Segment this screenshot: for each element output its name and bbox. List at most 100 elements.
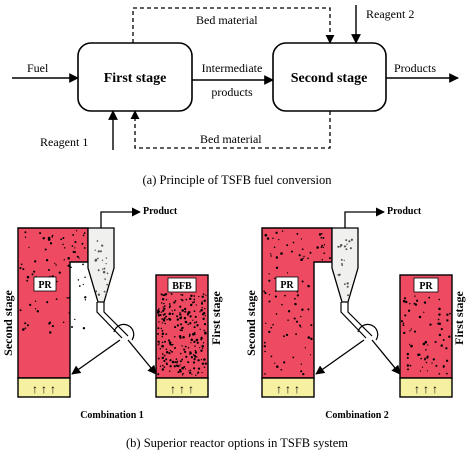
particle-dot xyxy=(161,298,165,301)
particle-dot xyxy=(204,315,206,317)
particle-dot xyxy=(176,324,180,327)
particle-dot xyxy=(423,311,425,313)
particle-dot xyxy=(75,230,78,232)
intermediate-label-2: products xyxy=(211,85,253,99)
particle-dot xyxy=(192,361,196,364)
particle-dot xyxy=(431,362,433,364)
particle-dot xyxy=(45,259,49,262)
particle-dot xyxy=(427,344,429,346)
particle-dot xyxy=(169,359,172,362)
particle-dot xyxy=(203,358,206,361)
particle-dot xyxy=(300,315,302,318)
particle-dot xyxy=(200,302,204,305)
particle-dot xyxy=(425,361,428,364)
particle-dot xyxy=(182,336,185,339)
cyclone-1 xyxy=(87,227,115,303)
bed-2-gas-zone xyxy=(399,377,453,398)
particle-dot xyxy=(84,296,87,299)
particle-dot xyxy=(159,347,162,350)
particle-dot xyxy=(408,343,411,346)
particle-dot xyxy=(195,356,198,358)
particle-dot xyxy=(190,356,194,359)
particle-dot xyxy=(195,338,199,342)
product-1-label: Product xyxy=(143,206,178,217)
particle-dot xyxy=(176,318,179,321)
particle-dot xyxy=(54,262,56,265)
particle-dot xyxy=(177,365,180,368)
particle-dot xyxy=(204,362,207,365)
particle-dot xyxy=(163,359,166,363)
particle-dot xyxy=(171,310,173,312)
particle-dot xyxy=(184,350,187,353)
particle-dot xyxy=(437,322,440,325)
particle-dot xyxy=(264,350,266,353)
particle-dot xyxy=(28,246,30,248)
particle-dot xyxy=(97,293,101,296)
particle-dot xyxy=(169,349,172,352)
particle-dot xyxy=(63,247,66,249)
particle-dot xyxy=(340,263,343,265)
particle-dot xyxy=(283,361,286,364)
particle-dot xyxy=(157,373,160,376)
particle-dot xyxy=(201,307,203,309)
particle-dot xyxy=(24,231,27,234)
particle-dot xyxy=(46,301,49,304)
particle-dot xyxy=(174,300,177,302)
particle-dot xyxy=(157,332,159,335)
particle-dot xyxy=(191,373,193,375)
particle-dot xyxy=(105,262,107,265)
particle-dot xyxy=(200,308,203,312)
particle-dot xyxy=(307,336,311,339)
particle-dot xyxy=(290,250,293,253)
riser-2-up-arrows: ↑ ↑ ↑ xyxy=(276,382,300,396)
particle-dot xyxy=(184,310,187,313)
particle-dot xyxy=(179,329,182,331)
particle-dot xyxy=(193,310,196,312)
particle-dot xyxy=(165,299,168,301)
particle-dot xyxy=(402,322,405,325)
particle-dot xyxy=(307,284,310,288)
particle-dot xyxy=(188,370,190,372)
particle-dot xyxy=(161,353,164,355)
particle-dot xyxy=(266,237,270,240)
particle-dot xyxy=(406,352,410,356)
particle-dot xyxy=(179,369,182,372)
particle-dot xyxy=(166,363,168,366)
particle-dot xyxy=(193,295,196,297)
particle-dot xyxy=(268,330,271,334)
particle-dot xyxy=(316,246,319,249)
particle-dot xyxy=(70,266,72,269)
particle-dot xyxy=(445,347,448,350)
particle-dot xyxy=(157,314,161,317)
particle-dot xyxy=(286,272,289,274)
particle-dot xyxy=(275,256,279,259)
particle-dot xyxy=(190,342,192,344)
particle-dot xyxy=(410,328,412,330)
particle-dot xyxy=(188,371,192,375)
particle-dot xyxy=(338,273,341,276)
particle-dot xyxy=(174,347,176,349)
particle-dot xyxy=(184,307,187,311)
bfb-1-side-label: First stage xyxy=(209,291,223,345)
particle-dot xyxy=(51,235,54,238)
riser-1-label-box xyxy=(33,276,57,292)
particle-dot xyxy=(199,347,201,349)
particle-dot xyxy=(310,337,313,341)
particle-dot xyxy=(44,248,47,251)
particle-dot xyxy=(24,236,27,238)
particle-dot xyxy=(42,236,45,240)
particle-dot xyxy=(187,361,190,364)
particle-dot xyxy=(187,346,190,349)
particle-dot xyxy=(166,319,168,321)
particle-dot xyxy=(193,331,196,334)
caption-a: (a) Principle of TSFB fuel conversion xyxy=(143,173,333,187)
particle-dot xyxy=(195,304,198,306)
particle-dot xyxy=(264,291,267,295)
particle-dot xyxy=(97,250,100,253)
particle-dot xyxy=(34,308,37,310)
particle-dot xyxy=(101,259,104,261)
particle-dot xyxy=(276,365,279,368)
transfer-1-right-arrow xyxy=(127,339,157,375)
particle-dot xyxy=(281,303,283,306)
particle-dot xyxy=(300,363,302,365)
